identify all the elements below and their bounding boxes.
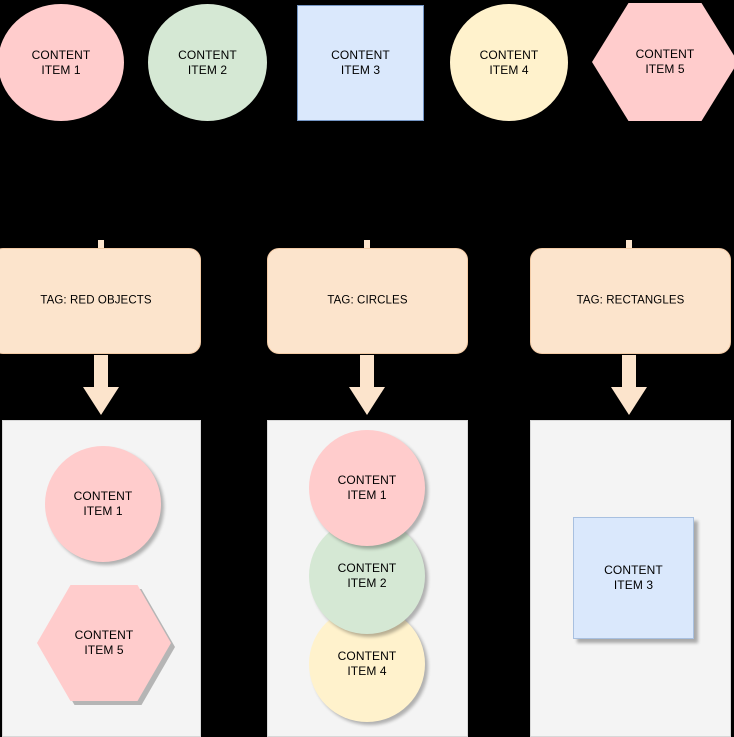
- result-item-3-label: CONTENT ITEM 3: [604, 563, 663, 592]
- arrow-head-icon: [83, 387, 119, 415]
- tag-connector-stub-circles: [364, 240, 370, 249]
- arrow-rectangles: [611, 355, 647, 415]
- panel-red-objects: CONTENT ITEM 1 CONTENT ITEM 5: [2, 420, 201, 737]
- arrow-circles: [349, 355, 385, 415]
- result-item-1[interactable]: CONTENT ITEM 1: [45, 446, 161, 562]
- source-shape-item-4-label: CONTENT ITEM 4: [479, 47, 539, 77]
- tag-red-objects[interactable]: TAG: RED OBJECTS: [0, 248, 201, 354]
- source-shape-item-3[interactable]: CONTENT ITEM 3: [297, 5, 424, 121]
- result-item-3[interactable]: CONTENT ITEM 3: [573, 517, 694, 639]
- tag-connector-stub-red-objects: [98, 240, 104, 249]
- source-shape-item-5[interactable]: CONTENT ITEM 5: [592, 3, 734, 121]
- panel-rectangles: CONTENT ITEM 3: [530, 420, 731, 737]
- arrow-stem: [622, 355, 636, 389]
- result-item-2-label: CONTENT ITEM 2: [337, 561, 397, 590]
- source-shape-item-1-label: CONTENT ITEM 1: [31, 47, 91, 77]
- arrow-head-icon: [611, 387, 647, 415]
- result-item-4-label: CONTENT ITEM 4: [337, 649, 397, 678]
- source-shape-item-2[interactable]: CONTENT ITEM 2: [148, 4, 267, 121]
- tag-circles-label: TAG: CIRCLES: [327, 294, 408, 307]
- arrow-stem: [360, 355, 374, 389]
- source-shape-item-5-label: CONTENT ITEM 5: [635, 47, 695, 76]
- arrow-stem: [94, 355, 108, 389]
- source-shape-item-4[interactable]: CONTENT ITEM 4: [450, 4, 568, 121]
- tag-circles[interactable]: TAG: CIRCLES: [267, 248, 468, 354]
- result-item-1b-label: CONTENT ITEM 1: [337, 473, 397, 502]
- source-shape-item-2-label: CONTENT ITEM 2: [178, 47, 237, 77]
- source-shape-item-1[interactable]: CONTENT ITEM 1: [0, 4, 124, 121]
- tag-connector-stub-rectangles: [626, 240, 632, 249]
- panel-circles: CONTENT ITEM 1 CONTENT ITEM 2 CONTENT IT…: [267, 420, 468, 737]
- result-item-1b[interactable]: CONTENT ITEM 1: [309, 430, 425, 546]
- arrow-head-icon: [349, 387, 385, 415]
- tag-rectangles-label: TAG: RECTANGLES: [576, 294, 685, 307]
- tag-rectangles[interactable]: TAG: RECTANGLES: [530, 248, 731, 354]
- arrow-red-objects: [83, 355, 119, 415]
- result-item-5-label: CONTENT ITEM 5: [74, 628, 134, 657]
- tag-red-objects-label: TAG: RED OBJECTS: [40, 294, 152, 307]
- source-shape-item-3-label: CONTENT ITEM 3: [331, 48, 390, 77]
- result-item-1-label: CONTENT ITEM 1: [73, 489, 133, 518]
